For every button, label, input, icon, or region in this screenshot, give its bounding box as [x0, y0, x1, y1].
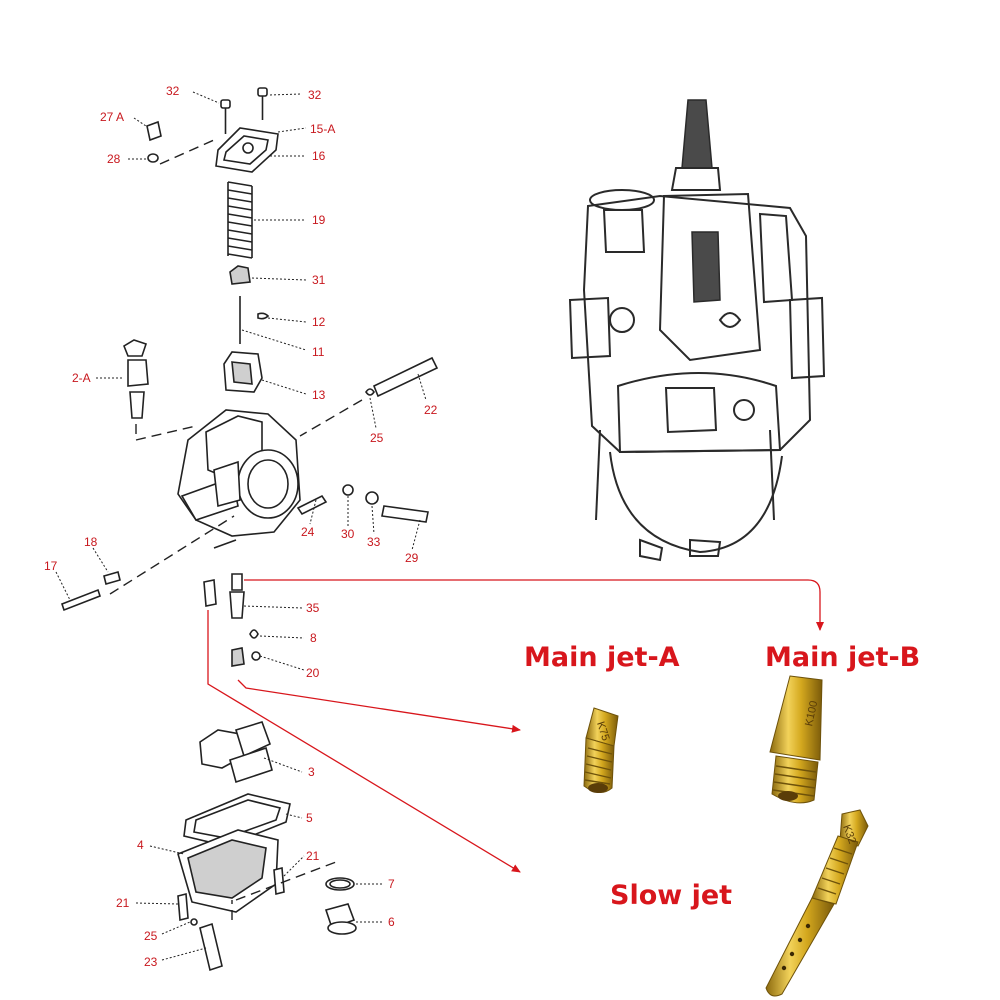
callout-32-left: 32 [166, 84, 180, 98]
cap-assembly [123, 87, 439, 441]
callout-8: 8 [310, 631, 317, 645]
callout-31: 31 [312, 273, 326, 287]
callout-12: 12 [312, 315, 326, 329]
callout-3: 3 [308, 765, 315, 779]
slow-jet-photo: K32 [765, 809, 869, 997]
callout-35: 35 [306, 601, 320, 615]
callout-7: 7 [388, 877, 395, 891]
main-jet-b-marking: K100 [803, 700, 820, 728]
callout-33: 33 [367, 535, 381, 549]
callout-29: 29 [405, 551, 419, 565]
callout-22: 22 [424, 403, 438, 417]
callout-27a: 27 A [100, 110, 124, 124]
callout-4: 4 [137, 838, 144, 852]
main-jet-b-caption: Main jet-B [765, 642, 920, 673]
slow-jet-caption: Slow jet [610, 880, 732, 911]
callout-2a: 2-A [72, 371, 91, 385]
leader-lines [55, 91, 427, 961]
callout-21-left: 21 [116, 896, 130, 910]
callout-18: 18 [84, 535, 98, 549]
callout-6: 6 [388, 915, 395, 929]
callout-23: 23 [144, 955, 158, 969]
callout-20: 20 [306, 666, 320, 680]
callout-19: 19 [312, 213, 326, 227]
callout-21-right: 21 [306, 849, 320, 863]
callout-24: 24 [301, 525, 315, 539]
callout-17: 17 [44, 559, 58, 573]
callout-13: 13 [312, 388, 326, 402]
callout-25-bottom: 25 [144, 929, 158, 943]
callout-5: 5 [306, 811, 313, 825]
main-jet-a-marking: K75 [594, 720, 611, 742]
callout-11: 11 [312, 345, 325, 359]
carburetor-body [61, 409, 429, 667]
callout-32-right: 32 [308, 88, 322, 102]
callout-28: 28 [107, 152, 121, 166]
callout-30: 30 [341, 527, 355, 541]
callout-15a: 15-A [310, 122, 335, 136]
callout-labels: 32 32 27 A 15-A 28 16 19 31 12 11 2-A 13… [44, 84, 438, 969]
callout-16: 16 [312, 149, 326, 163]
float-bowl-assembly [177, 721, 357, 972]
carburetor-sketch [568, 99, 826, 562]
callout-25-top: 25 [370, 431, 384, 445]
main-jet-a-photo: K75 [583, 707, 619, 793]
main-jet-a-caption: Main jet-A [524, 642, 680, 673]
main-jet-b-photo: K100 [769, 675, 823, 804]
jet-connector-arrows [207, 579, 824, 873]
